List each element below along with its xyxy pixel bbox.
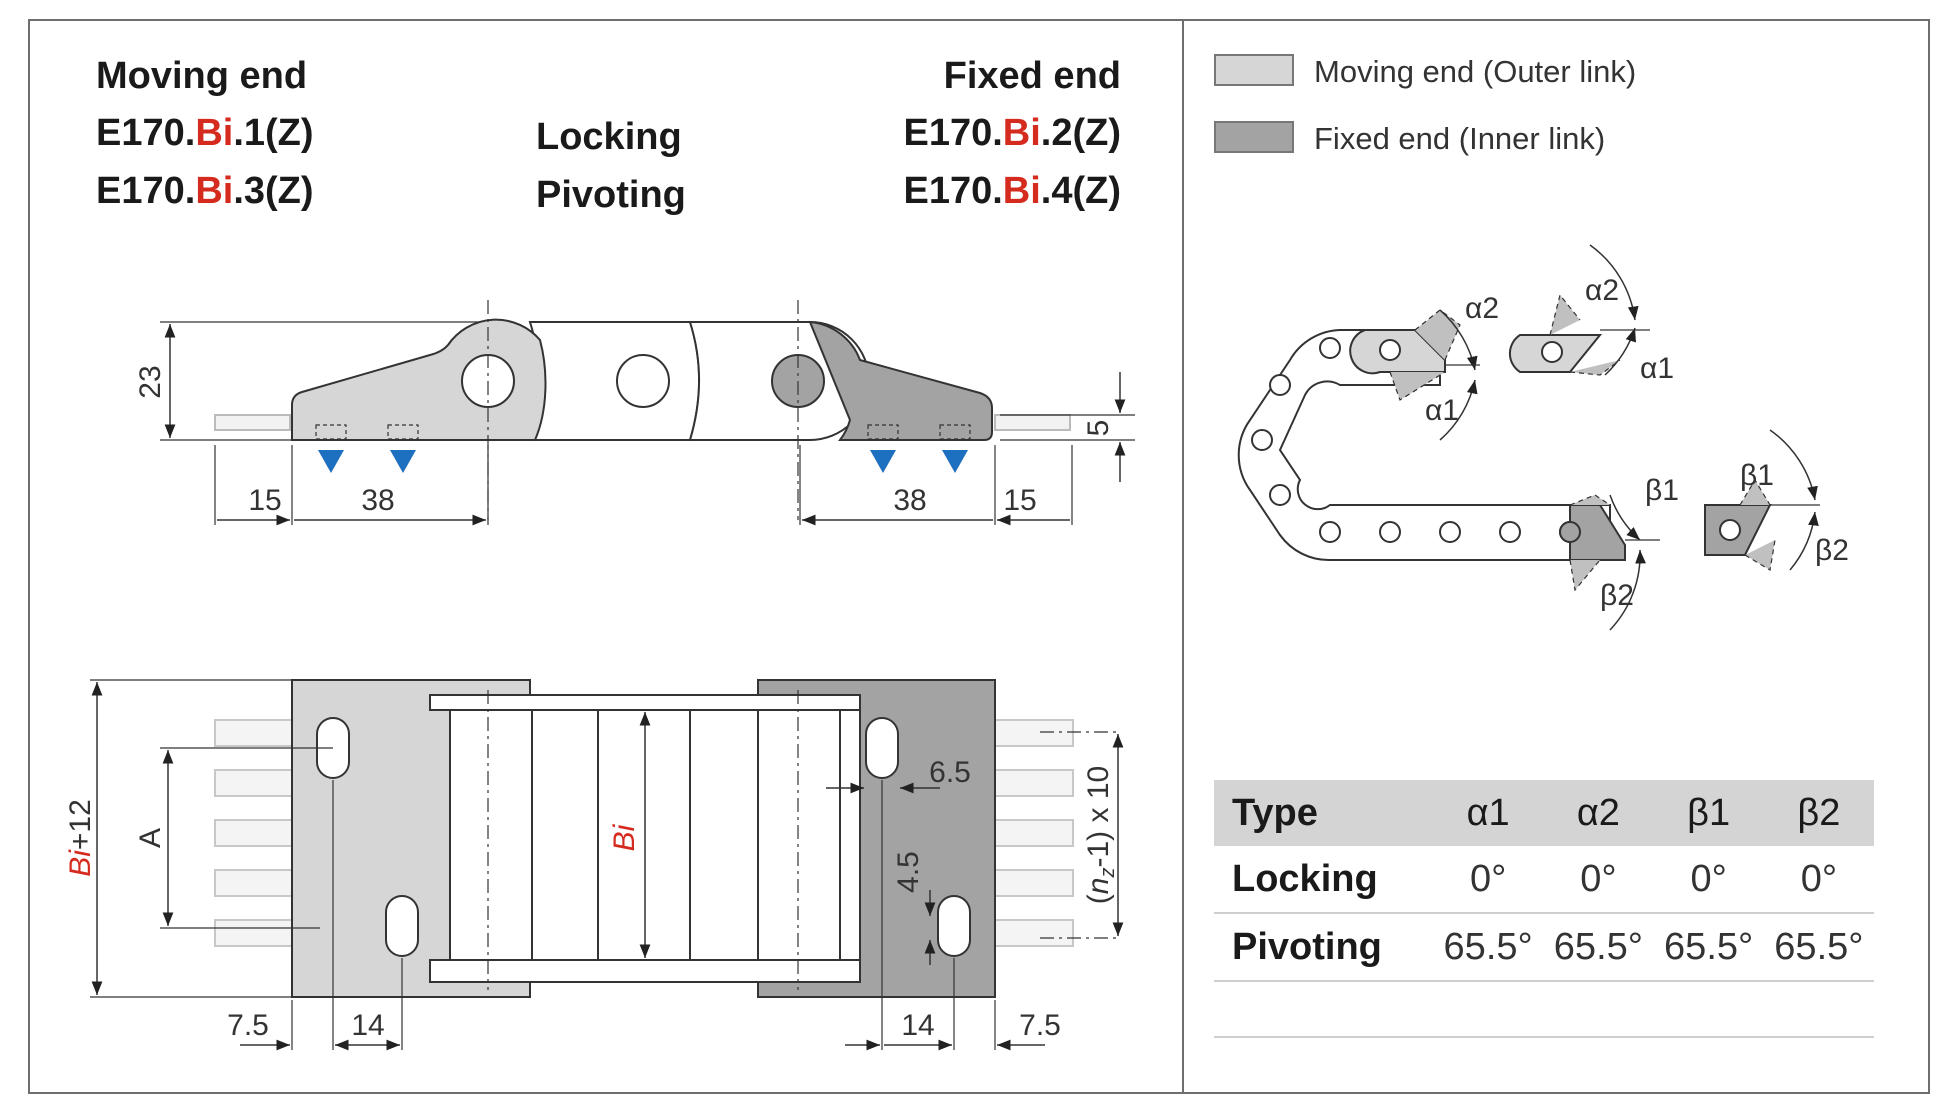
legend-swatch-outer [1214, 54, 1294, 86]
table-cell: 65.5° [1543, 913, 1654, 982]
legend-swatch-inner [1214, 121, 1294, 153]
mount-arrow [870, 450, 896, 473]
locking-label: Locking [536, 116, 682, 158]
table-cell: 0° [1763, 846, 1874, 914]
table-bottom-rule [1214, 1036, 1874, 1038]
panel-divider [1182, 19, 1184, 1094]
pivoting-label: Pivoting [536, 174, 686, 216]
chain-diagram [1237, 244, 1820, 631]
table-row: Pivoting 65.5° 65.5° 65.5° 65.5° [1214, 913, 1874, 982]
mount-arrow [390, 450, 416, 473]
dim-right-offset: 15 [1003, 484, 1036, 517]
code-bi: Bi [1002, 112, 1041, 154]
top-view [90, 679, 1124, 1051]
table-cell: Pivoting [1214, 913, 1433, 982]
table-header: β2 [1763, 780, 1874, 846]
table-cell: 0° [1543, 846, 1654, 914]
legend-label-outer: Moving end (Outer link) [1314, 54, 1637, 89]
table-header-row: Type α1 α2 β1 β2 [1214, 780, 1874, 846]
dim-pitch: (nz-1) x 10 [1082, 766, 1119, 904]
mounting-arrows [318, 450, 968, 473]
dim-slot-width: 6.5 [929, 756, 971, 789]
code-bi: Bi [1002, 170, 1041, 212]
table-cell: 65.5° [1653, 913, 1764, 982]
table-cell: 0° [1433, 846, 1544, 914]
label-alpha1-left: α1 [1425, 394, 1459, 427]
dim-A: A [134, 828, 167, 848]
code-suffix: .4(Z) [1040, 170, 1121, 212]
table-header: β1 [1653, 780, 1764, 846]
dim-total-width: Bi+12 [64, 799, 97, 877]
table-cell: Locking [1214, 846, 1433, 914]
mount-arrow [942, 450, 968, 473]
moving-end-code-2: E170.Bi.3(Z) [96, 172, 314, 210]
fixed-end-code-2: E170.Bi.4(Z) [903, 172, 1121, 210]
code-suffix: .1(Z) [233, 112, 314, 154]
code-bi: Bi [195, 112, 234, 154]
label-beta2-left: β2 [1600, 579, 1634, 612]
dim-left-hole: 14 [351, 1009, 384, 1042]
table-cell: 0° [1653, 846, 1764, 914]
moving-end-title: Moving end [96, 55, 308, 97]
code-suffix: .2(Z) [1040, 112, 1121, 154]
dim-slot-height: 4.5 [892, 851, 925, 893]
code-prefix: E170. [903, 112, 1003, 154]
dim-small-height: 5 [1082, 420, 1115, 437]
table-header: Type [1214, 780, 1433, 846]
label-alpha2-left: α2 [1465, 292, 1499, 325]
angle-table: Type α1 α2 β1 β2 Locking 0° 0° 0° 0° Piv… [1214, 780, 1874, 982]
dim-right-span: 38 [893, 484, 926, 517]
dim-inner-width: Bi [608, 823, 641, 851]
table-row: Locking 0° 0° 0° 0° [1214, 846, 1874, 914]
code-prefix: E170. [96, 170, 196, 212]
table-header: α1 [1433, 780, 1544, 846]
code-suffix: .3(Z) [233, 170, 314, 212]
dim-right-hole: 14 [901, 1009, 934, 1042]
dim-left-span: 38 [361, 484, 394, 517]
label-alpha2-right: α2 [1585, 274, 1619, 307]
table-cell: 65.5° [1763, 913, 1874, 982]
side-view [160, 300, 1135, 526]
dim-left-offset: 15 [248, 484, 281, 517]
dim-height: 23 [134, 365, 167, 398]
label-alpha1-right: α1 [1640, 352, 1674, 385]
fixed-end-code-1: E170.Bi.2(Z) [903, 114, 1121, 152]
code-prefix: E170. [903, 170, 1003, 212]
label-beta1-right: β1 [1740, 459, 1774, 492]
drawing-frame [28, 19, 1930, 1094]
dim-right-edge: 7.5 [1019, 1009, 1061, 1042]
mount-arrow [318, 450, 344, 473]
code-bi: Bi [195, 170, 234, 212]
code-prefix: E170. [96, 112, 196, 154]
fixed-end-title: Fixed end [943, 55, 1121, 97]
moving-end-code-1: E170.Bi.1(Z) [96, 114, 314, 152]
dim-left-edge: 7.5 [227, 1009, 269, 1042]
legend-label-inner: Fixed end (Inner link) [1314, 121, 1606, 156]
table-cell: 65.5° [1433, 913, 1544, 982]
label-beta1-left: β1 [1645, 474, 1679, 507]
table-header: α2 [1543, 780, 1654, 846]
label-beta2-right: β2 [1815, 534, 1849, 567]
